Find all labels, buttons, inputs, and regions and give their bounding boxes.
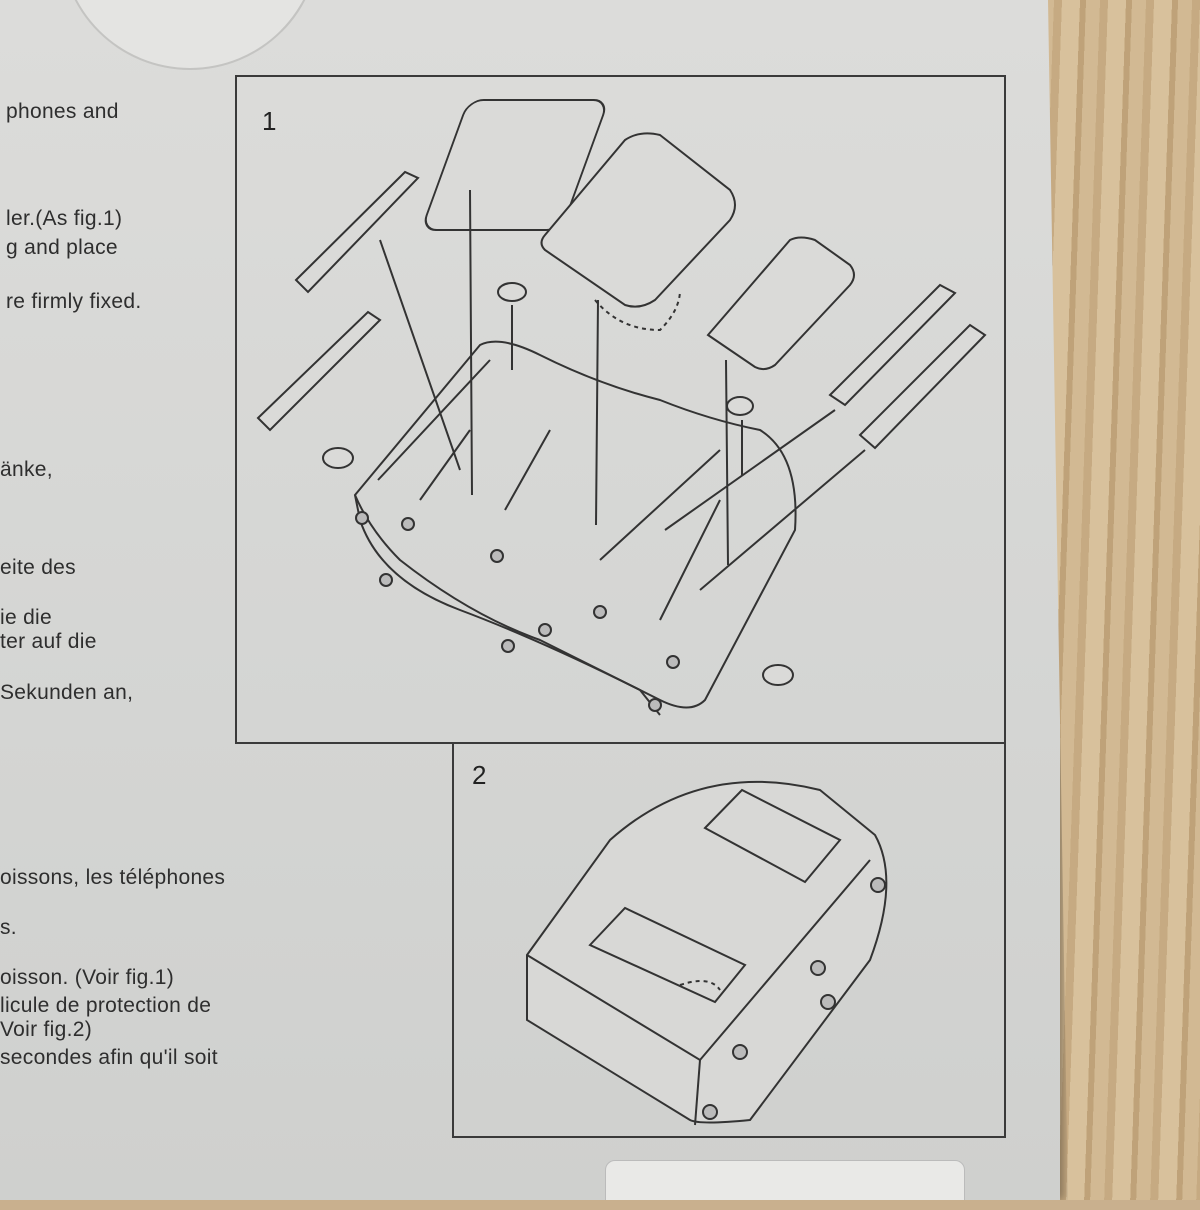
german-text: änke, <box>0 458 53 481</box>
english-text: re firmly fixed. <box>6 290 142 313</box>
figure-2-label: 2 <box>472 760 487 790</box>
figure-2-frame <box>452 742 1006 1138</box>
figure-1-label: 1 <box>262 106 277 136</box>
french-text: licule de protection de <box>0 994 212 1017</box>
french-text: secondes afin qu'il soit <box>0 1046 218 1069</box>
german-text: eite des <box>0 556 76 579</box>
french-text: oissons, les téléphones <box>0 866 226 889</box>
german-text: Sekunden an, <box>0 681 134 704</box>
exploded-holder-illustration <box>256 99 987 1126</box>
french-text: oisson. (Voir fig.1) <box>0 966 175 989</box>
wooden-table <box>1040 0 1200 1200</box>
german-text: ter auf die <box>0 630 97 653</box>
barcode-sticker <box>605 1160 965 1200</box>
english-text: ler.(As fig.1) <box>6 207 123 230</box>
english-text: phones and <box>6 100 119 123</box>
english-text: g and place <box>6 236 118 259</box>
instruction-card: phones and ler.(As fig.1) g and place re… <box>0 0 1060 1200</box>
french-text: Voir fig.2) <box>0 1018 93 1041</box>
french-text: s. <box>0 916 17 939</box>
german-text: ie die <box>0 606 53 629</box>
